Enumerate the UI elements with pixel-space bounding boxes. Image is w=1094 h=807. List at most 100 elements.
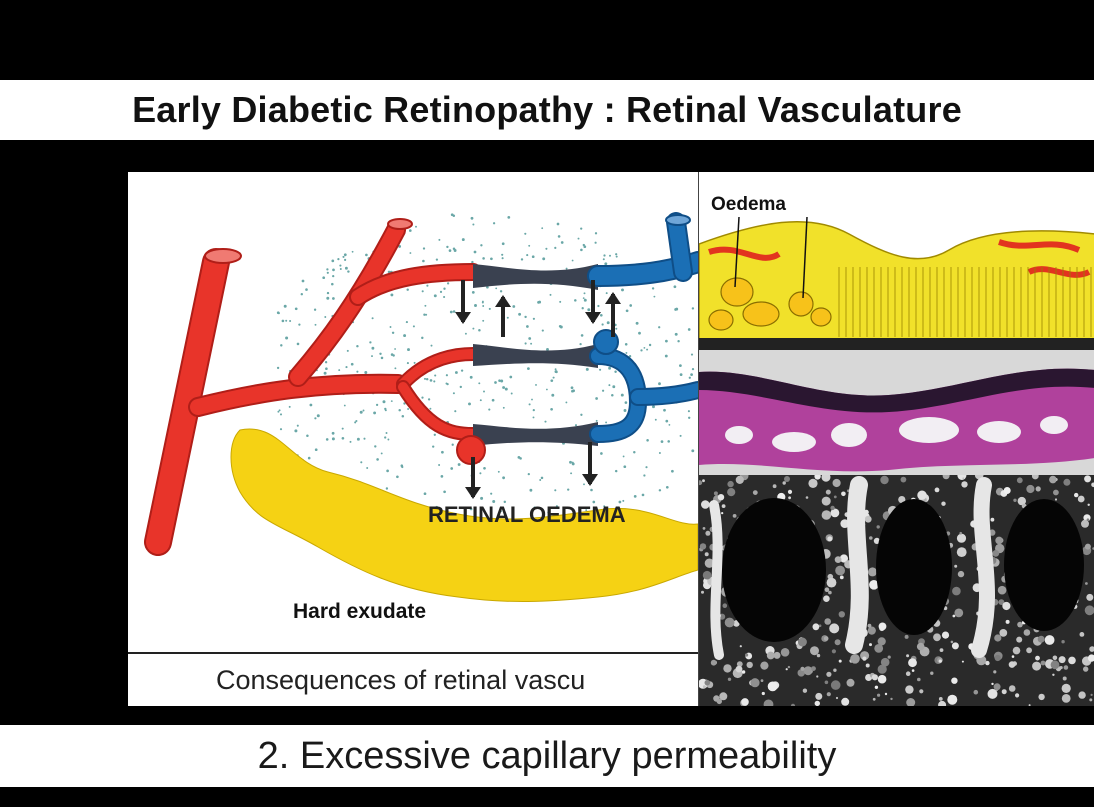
stipple-dot xyxy=(615,470,617,472)
stipple-dot xyxy=(314,309,316,311)
stipple-dot xyxy=(643,347,645,349)
micrograph-speck xyxy=(1091,694,1093,696)
stipple-dot xyxy=(661,440,664,443)
stipple-dot xyxy=(423,314,425,316)
arteriole-cap xyxy=(388,219,412,229)
stipple-dot xyxy=(625,352,627,354)
micrograph-speck xyxy=(994,683,1001,690)
stipple-dot xyxy=(688,410,690,412)
micrograph-speck xyxy=(1009,661,1016,668)
micrograph-speck xyxy=(823,595,830,602)
micrograph-speck xyxy=(835,639,841,645)
micrograph-speck xyxy=(1086,594,1093,601)
retinal-oedema-label: RETINAL OEDEMA xyxy=(428,502,626,527)
stipple-dot xyxy=(347,350,349,352)
stipple-dot xyxy=(398,409,400,411)
stipple-dot xyxy=(474,304,477,307)
stipple-dot xyxy=(394,367,396,369)
stipple-dot xyxy=(289,406,291,408)
micrograph-speck xyxy=(803,689,807,693)
stipple-dot xyxy=(279,409,281,411)
stipple-dot xyxy=(386,432,388,434)
stipple-dot xyxy=(298,323,300,325)
micrograph-speck xyxy=(962,661,964,663)
micrograph-speck xyxy=(1053,490,1059,496)
stipple-dot xyxy=(601,323,603,325)
stipple-dot xyxy=(438,464,440,466)
stipple-dot xyxy=(453,392,455,394)
stipple-dot xyxy=(462,238,465,241)
stipple-dot xyxy=(626,309,629,312)
stipple-dot xyxy=(344,259,346,261)
micrograph-speck xyxy=(994,634,1001,641)
stipple-dot xyxy=(460,386,462,388)
micrograph-speck xyxy=(954,609,963,618)
stipple-dot xyxy=(344,253,347,256)
stipple-dot xyxy=(371,347,374,350)
micrograph-speck xyxy=(826,672,831,677)
stipple-dot xyxy=(528,245,530,247)
stipple-dot xyxy=(308,457,311,460)
stipple-dot xyxy=(342,437,345,440)
stipple-dot xyxy=(659,489,661,491)
micrograph-speck xyxy=(998,586,1007,595)
micrograph-speck xyxy=(774,652,781,659)
stipple-dot xyxy=(533,416,535,418)
stipple-dot xyxy=(386,487,388,489)
stipple-dot xyxy=(645,466,647,468)
micrograph-speck xyxy=(1013,499,1016,502)
stipple-dot xyxy=(285,337,288,340)
stipple-dot xyxy=(441,475,444,478)
stipple-dot xyxy=(474,251,477,254)
stipple-dot xyxy=(646,439,649,442)
stipple-dot xyxy=(468,402,471,405)
stipple-dot xyxy=(558,235,561,238)
stipple-dot xyxy=(447,282,449,284)
stipple-dot xyxy=(614,371,616,373)
stipple-dot xyxy=(422,290,424,292)
oedema-label: Oedema xyxy=(711,194,786,215)
stipple-dot xyxy=(659,452,661,454)
stipple-dot xyxy=(671,470,674,473)
stipple-dot xyxy=(572,462,574,464)
micrograph-speck xyxy=(822,497,831,506)
stipple-dot xyxy=(282,320,285,323)
illustrated-section-svg: Oedema xyxy=(699,172,1094,350)
micrograph-speck xyxy=(798,638,807,647)
micrograph-speck xyxy=(721,512,723,514)
micrograph-speck xyxy=(702,479,705,482)
stipple-dot xyxy=(603,254,605,256)
micrograph-speck xyxy=(815,693,822,700)
micrograph-speck xyxy=(741,698,749,706)
stipple-dot xyxy=(480,497,483,500)
micrograph-speck xyxy=(703,527,706,530)
stipple-dot xyxy=(331,283,334,286)
stipple-dot xyxy=(638,332,641,335)
micrograph-speck xyxy=(817,654,820,657)
micrograph-speck xyxy=(1055,498,1057,500)
stipple-dot xyxy=(545,248,547,250)
micrograph-speck xyxy=(1004,487,1011,494)
stipple-dot xyxy=(498,471,500,473)
micrograph-speck xyxy=(957,534,966,543)
stipple-dot xyxy=(665,340,668,343)
stipple-dot xyxy=(688,328,691,331)
electron-micrograph-svg xyxy=(699,475,1094,706)
stipple-dot xyxy=(666,486,669,489)
stipple-dot xyxy=(692,307,694,309)
stipple-dot xyxy=(421,397,423,399)
stipple-dot xyxy=(595,232,597,234)
micrograph-speck xyxy=(873,698,876,701)
micrograph-speck xyxy=(701,591,704,594)
stipple-dot xyxy=(535,384,537,386)
stipple-dot xyxy=(471,217,474,220)
micrograph-speck xyxy=(942,632,949,639)
micrograph-speck xyxy=(1085,582,1088,585)
micrograph-speck xyxy=(939,697,943,701)
stipple-dot xyxy=(525,342,527,344)
micrograph-speck xyxy=(951,641,954,644)
stipple-dot xyxy=(570,472,572,474)
micrograph-speck xyxy=(1002,689,1007,694)
micrograph-speck xyxy=(1032,662,1041,671)
stipple-dot xyxy=(385,409,387,411)
